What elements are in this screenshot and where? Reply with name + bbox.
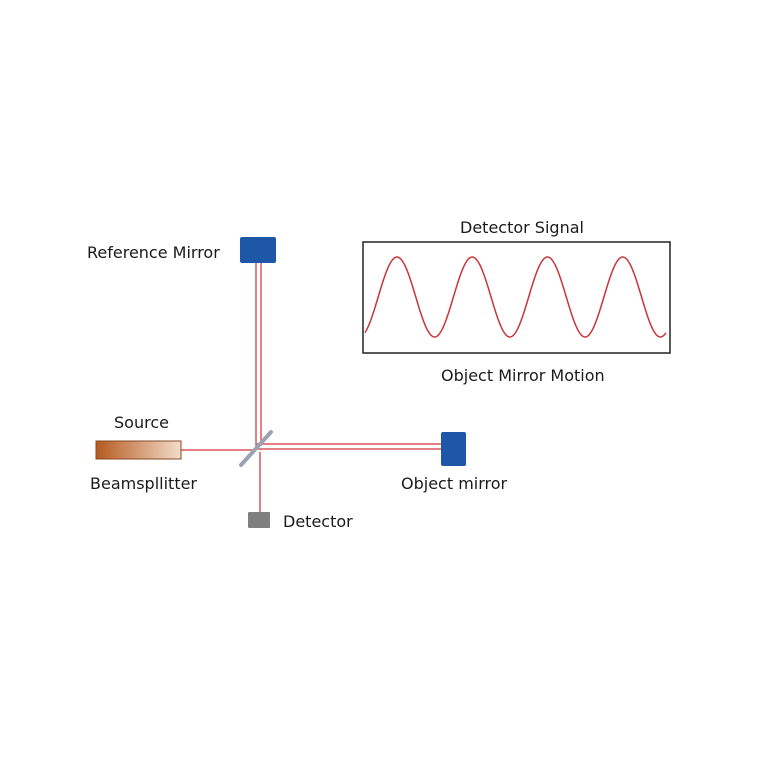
source bbox=[95, 440, 182, 460]
signal-frame bbox=[362, 241, 671, 354]
detector-label: Detector bbox=[283, 512, 353, 531]
beamsplitter bbox=[239, 430, 273, 467]
signal-caption: Object Mirror Motion bbox=[441, 366, 605, 385]
object-mirror bbox=[441, 432, 466, 466]
detector bbox=[248, 512, 270, 528]
signal-title: Detector Signal bbox=[460, 218, 584, 237]
beamsplitter-label: Beamspllitter bbox=[90, 474, 198, 493]
reference-mirror-label: Reference Mirror bbox=[87, 243, 220, 262]
laser-beams bbox=[181, 262, 441, 513]
reference-mirror bbox=[240, 237, 276, 263]
object-mirror-label: Object mirror bbox=[401, 474, 508, 493]
source-label: Source bbox=[114, 413, 169, 432]
signal-wave bbox=[364, 256, 667, 338]
